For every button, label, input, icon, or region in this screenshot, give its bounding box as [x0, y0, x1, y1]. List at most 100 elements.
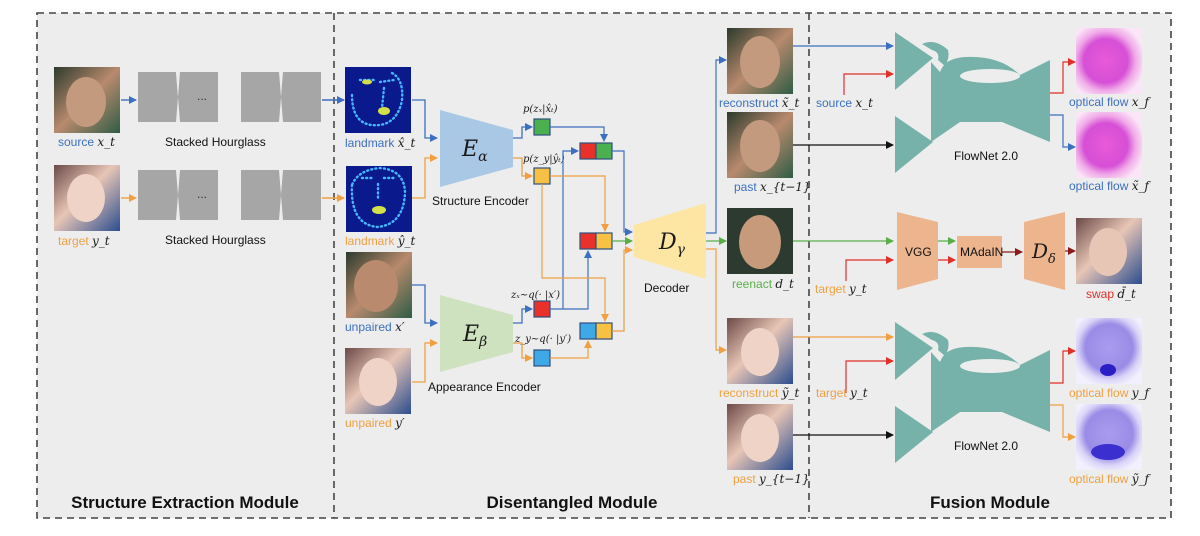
fusion-decoder-symbol: Dδ	[1031, 239, 1056, 267]
appearance-encoder-symbol: Eβ	[462, 322, 487, 350]
landmark-y-label: landmark	[345, 234, 395, 248]
svg-text:reenact d_t: reenact d_t	[732, 277, 794, 291]
arrow-qzy-to-concat3	[550, 340, 592, 359]
fusion-target-var-bot: y_t	[849, 386, 868, 400]
appearance-encoder-label: Appearance Encoder	[428, 380, 541, 394]
flow-xf-label: optical flow	[1069, 95, 1129, 109]
svg-text:source x_t: source x_t	[816, 96, 873, 110]
arrow-zx-to-concat1	[550, 126, 608, 142]
flow-xf-tilde-var: x̃_f	[1132, 179, 1152, 193]
madain-label: MAdaIN	[960, 245, 1003, 259]
arrow-decoder-to-reconstruct-y	[706, 248, 727, 354]
concat-pair-red-green	[579, 142, 613, 160]
source-label: source	[58, 135, 94, 149]
flow-yf-label: optical flow	[1069, 386, 1129, 400]
source-image	[54, 67, 120, 133]
arrow-qzx-to-concat1	[562, 147, 579, 309]
unpaired-x-label: unpaired	[345, 320, 392, 334]
unpaired-y-var: y′	[394, 416, 405, 430]
arrow-source-to-flownet	[843, 70, 894, 95]
svg-text:past y_{t−1}: past y_{t−1}	[733, 472, 810, 486]
target-var: y_t	[91, 234, 110, 248]
svg-text:optical flow y_f: optical flow y_f	[1069, 386, 1151, 400]
panel-border	[36, 12, 1172, 519]
reconstruct-y-image	[727, 318, 793, 384]
source-var: x_t	[97, 135, 115, 149]
hourglass-shape-3	[138, 170, 218, 220]
unpaired-y-image	[345, 348, 411, 414]
latent-pzx-label: p(zₓ|x̂ₜ)	[523, 104, 558, 115]
svg-text:reconstruct ỹ_t: reconstruct ỹ_t	[719, 386, 799, 400]
svg-text:target y_t: target y_t	[815, 282, 867, 296]
past-y-label: past	[733, 472, 756, 486]
arrow-appearance-to-zx	[513, 305, 533, 324]
flownet-bottom-label: FlowNet 2.0	[954, 439, 1018, 453]
past-y-image	[727, 404, 793, 470]
svg-text:landmark x̂_t: landmark x̂_t	[345, 136, 415, 150]
vgg-label: VGG	[905, 245, 932, 259]
arrow-qzx-to-concat2	[550, 250, 592, 310]
flow-xf-tilde-image	[1076, 112, 1142, 178]
arrow-flownet-to-flow-yf	[1050, 347, 1076, 384]
svg-text:unpaired y′: unpaired y′	[345, 416, 405, 430]
past-x-label: past	[734, 180, 757, 194]
ellipsis-top: ...	[197, 89, 207, 103]
arrow-decoder-to-reconstruct-x	[706, 56, 727, 234]
past-y-var: y_{t−1}	[758, 472, 810, 486]
fusion-target-label-mid: target	[815, 282, 846, 296]
latent-qzx-label: zₓ~q(· |x′)	[510, 290, 560, 301]
unpaired-x-var: x′	[395, 320, 405, 334]
module-title-structure-extraction: Structure Extraction Module	[71, 493, 299, 512]
module-title-disentangled: Disentangled Module	[487, 493, 658, 512]
flow-xf-image	[1076, 28, 1142, 94]
latent-zx-structure-box	[533, 118, 551, 136]
svg-text:swap d̄_t: swap d̄_t	[1086, 285, 1136, 301]
landmark-y-var: ŷ_t	[397, 234, 416, 248]
reconstruct-y-var: ỹ_t	[781, 386, 800, 400]
arrow-concat3-to-decoder	[612, 246, 633, 332]
flownet-top	[895, 32, 1050, 173]
reenact-image	[727, 208, 793, 274]
landmark-x-var: x̂_t	[398, 136, 416, 150]
arrow-target-to-vgg	[845, 256, 894, 281]
flow-xf-var: x_f	[1132, 95, 1152, 109]
vgg-block	[897, 212, 938, 290]
svg-text:past x_{t−1}: past x_{t−1}	[734, 180, 811, 194]
svg-text:target y_t: target y_t	[58, 234, 110, 248]
arrow-flownet-to-flow-yf-tilde	[1050, 404, 1076, 441]
arrow-unpaired-y-to-encoder	[412, 339, 438, 383]
latent-zx-appearance-box	[533, 300, 551, 318]
svg-text:target y_t: target y_t	[816, 386, 868, 400]
reenact-var: d_t	[775, 277, 794, 291]
hourglass-label-top: Stacked Hourglass	[165, 135, 266, 149]
reconstruct-x-image	[727, 28, 793, 94]
landmark-y-image	[346, 166, 412, 232]
arrow-concat1-to-decoder	[612, 150, 633, 236]
svg-text:unpaired x′: unpaired x′	[345, 320, 405, 334]
arrow-landmark-x-to-encoder	[412, 99, 438, 142]
decoder-symbol: Dγ	[658, 230, 686, 258]
swap-image	[1076, 218, 1142, 284]
target-image	[54, 165, 120, 231]
hourglass-shape-2	[241, 72, 321, 122]
unpaired-x-image	[346, 252, 412, 318]
arrow-target-to-flownet-bottom	[845, 357, 894, 393]
arrow-appearance-to-zy	[513, 342, 533, 362]
flow-xf-tilde-label: optical flow	[1069, 179, 1129, 193]
unpaired-y-label: unpaired	[345, 416, 392, 430]
madain-block	[957, 236, 1002, 268]
landmark-x-image	[345, 67, 411, 133]
arrow-zy-to-concat3	[541, 184, 609, 322]
reconstruct-x-var: x̃_t	[782, 96, 800, 110]
decoder-block	[634, 203, 706, 279]
arrow-landmark-y-to-encoder	[412, 154, 438, 199]
reconstruct-y-label: reconstruct	[719, 386, 779, 400]
svg-text:optical flow x_f: optical flow x_f	[1069, 95, 1151, 109]
flownet-top-label: FlowNet 2.0	[954, 149, 1018, 163]
target-label: target	[58, 234, 89, 248]
reconstruct-x-label: reconstruct	[719, 96, 779, 110]
latent-pzy-label: p(z_y|ŷₜ)	[523, 154, 565, 165]
arrow-flownet-to-flow-xf	[1050, 58, 1076, 94]
flow-yf-tilde-image	[1076, 404, 1142, 470]
